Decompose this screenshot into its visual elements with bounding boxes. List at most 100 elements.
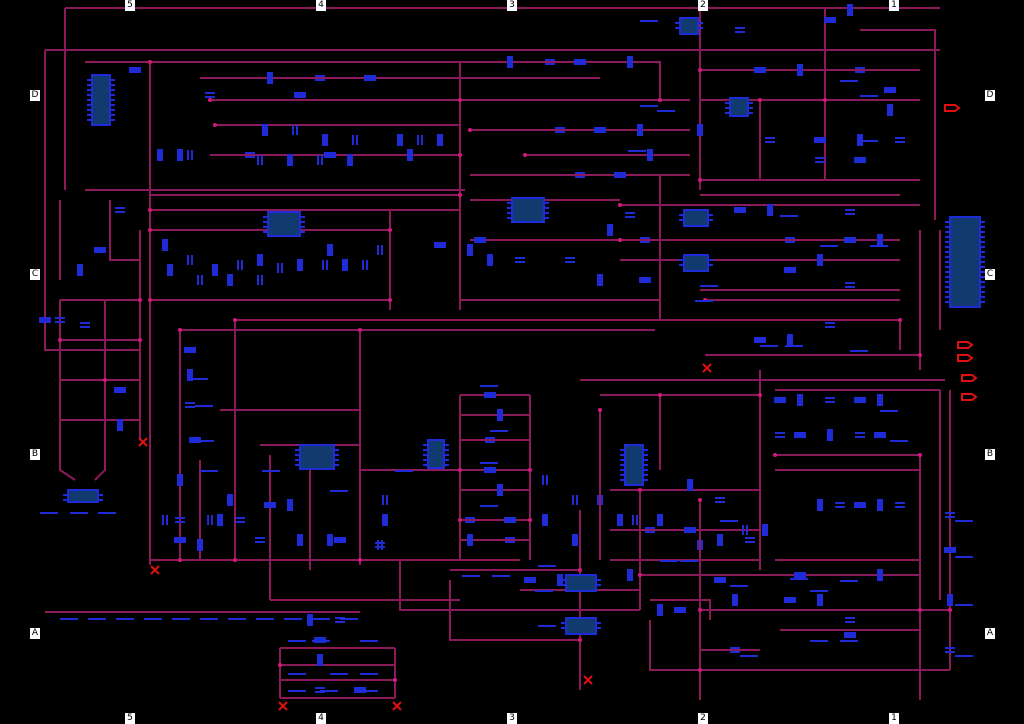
- ic-pin: [110, 109, 115, 111]
- part-label: [360, 690, 378, 692]
- capacitor: [321, 155, 323, 165]
- junction-dot: [148, 208, 152, 212]
- capacitor: [505, 537, 515, 539]
- ic-pin: [334, 454, 339, 456]
- junction-dot: [528, 518, 532, 522]
- resistor: [157, 149, 163, 161]
- ic-pin: [708, 219, 713, 221]
- resistor: [817, 594, 823, 606]
- ic-pin: [507, 207, 512, 209]
- resistor: [594, 127, 606, 133]
- resistor: [944, 547, 956, 553]
- ic-pin: [263, 226, 268, 228]
- capacitor: [730, 647, 740, 649]
- ic-pin: [725, 102, 730, 104]
- capacitor: [746, 525, 748, 535]
- ic-pin: [643, 474, 648, 476]
- resistor: [39, 317, 51, 323]
- ic-pin: [980, 251, 985, 253]
- ic-pin: [620, 469, 625, 471]
- wire: [85, 61, 661, 100]
- junction-dot: [138, 298, 142, 302]
- wire: [59, 300, 76, 481]
- part-label: [538, 565, 556, 567]
- ic-pin: [945, 246, 950, 248]
- part-label: [720, 520, 738, 522]
- ic-pin: [423, 449, 428, 451]
- resistor: [687, 479, 693, 491]
- ic-pin: [423, 464, 428, 466]
- ic-pin: [679, 259, 684, 261]
- ic-pin: [725, 107, 730, 109]
- resistor: [227, 494, 233, 506]
- zone-left-C: C: [30, 269, 40, 280]
- resistor: [627, 56, 633, 68]
- capacitor: [775, 436, 785, 438]
- capacitor: [505, 541, 515, 543]
- capacitor: [895, 141, 905, 143]
- ic-pin: [507, 202, 512, 204]
- resistor: [887, 104, 893, 116]
- capacitor: [636, 515, 638, 525]
- resistor: [287, 499, 293, 511]
- resistor: [262, 124, 268, 136]
- part-label: [172, 618, 190, 620]
- capacitor: [572, 495, 574, 505]
- junction-dot: [918, 453, 922, 457]
- part-label: [288, 673, 306, 675]
- resistor: [382, 514, 388, 526]
- ic-pin: [980, 236, 985, 238]
- capacitor: [421, 135, 423, 145]
- junction-dot: [358, 328, 362, 332]
- junction-dot: [388, 228, 392, 232]
- ic-pin: [708, 214, 713, 216]
- part-label: [955, 604, 973, 606]
- capacitor: [245, 156, 255, 158]
- resistor: [197, 539, 203, 551]
- ic-pin: [300, 231, 305, 233]
- ic-pin: [708, 259, 713, 261]
- part-label: [60, 618, 78, 620]
- part-label: [790, 578, 808, 580]
- part-label: [657, 110, 675, 112]
- part-label: [660, 560, 678, 562]
- ic-pin: [300, 221, 305, 223]
- resistor: [797, 64, 803, 76]
- part-label: [538, 625, 556, 627]
- junction-dot: [233, 558, 237, 562]
- resistor: [947, 594, 953, 606]
- junction-dot: [698, 498, 702, 502]
- capacitor: [197, 275, 199, 285]
- part-label: [340, 618, 358, 620]
- resistor: [732, 594, 738, 606]
- capacitor: [191, 150, 193, 160]
- part-label: [490, 430, 508, 432]
- zone-top-5: 5: [125, 0, 135, 11]
- part-label: [228, 618, 246, 620]
- capacitor: [352, 135, 354, 145]
- zone-left-B: B: [30, 449, 40, 460]
- ic-pin: [980, 241, 985, 243]
- capacitor: [765, 141, 775, 143]
- resistor: [397, 134, 403, 146]
- junction-dot: [148, 298, 152, 302]
- resistor: [497, 484, 503, 496]
- part-label: [144, 618, 162, 620]
- capacitor: [855, 71, 865, 73]
- ic-pin: [643, 469, 648, 471]
- capacitor: [315, 79, 325, 81]
- ic-pin: [444, 464, 449, 466]
- ic-pin: [561, 627, 566, 629]
- part-label: [262, 470, 280, 472]
- ic-package: [427, 439, 445, 469]
- junction-dot: [918, 353, 922, 357]
- ic-pin: [507, 212, 512, 214]
- capacitor: [237, 260, 239, 270]
- ic-pin: [87, 84, 92, 86]
- junction-dot: [148, 60, 152, 64]
- resistor: [507, 56, 513, 68]
- ic-pin: [679, 214, 684, 216]
- resistor: [657, 604, 663, 616]
- capacitor: [292, 125, 294, 135]
